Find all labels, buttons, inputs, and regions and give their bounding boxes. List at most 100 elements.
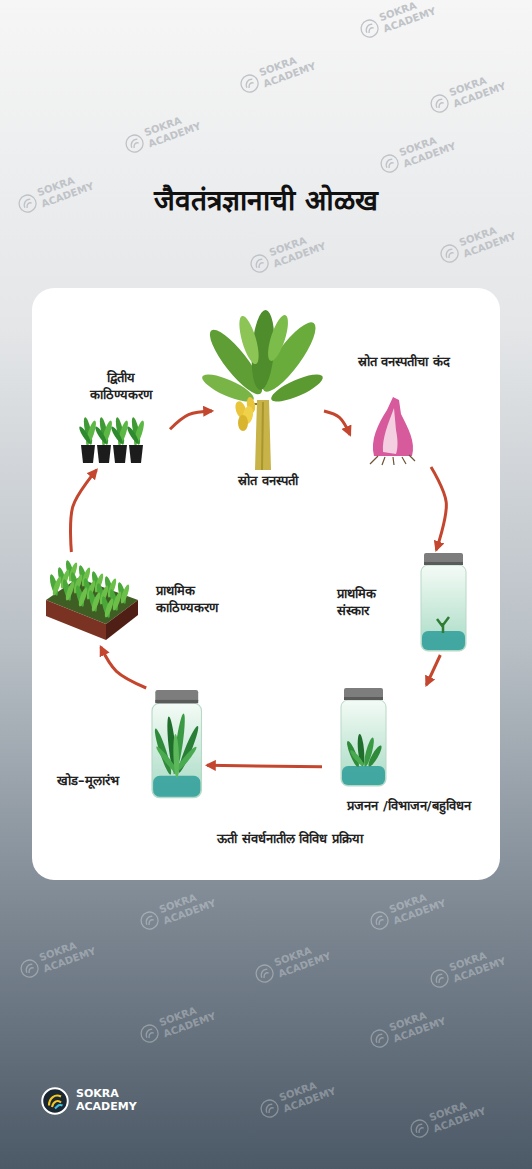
cycle-arrow	[431, 467, 446, 550]
logo-ring	[369, 1027, 391, 1049]
logo-swirl	[364, 23, 374, 33]
logo-swirl	[259, 968, 269, 978]
logo-ring	[429, 92, 451, 114]
logo-ring	[19, 957, 41, 979]
logo-swirl	[374, 1033, 384, 1043]
watermark: SOKRA ACADEMY	[16, 933, 100, 982]
logo-icon	[237, 70, 263, 96]
cycle-arrow	[71, 470, 97, 552]
logo-swirl	[434, 98, 444, 108]
watermark: SOKRA ACADEMY	[426, 68, 510, 117]
logo-ring	[139, 909, 161, 931]
stage-node: स्रोत वनस्पतीचा कंद	[350, 352, 458, 467]
watermark-text: SOKRA ACADEMY	[428, 1093, 490, 1134]
watermark: SOKRA ACADEMY	[14, 168, 98, 217]
watermark-text: SOKRA ACADEMY	[388, 885, 450, 926]
logo-icon	[407, 1115, 433, 1141]
stage-node: प्राथमिक संस्कार	[335, 550, 470, 655]
watermark-text: SOKRA ACADEMY	[278, 1073, 340, 1114]
logo-icon	[247, 250, 273, 276]
logo-swirl	[434, 973, 444, 983]
cycle-arrow	[170, 411, 212, 429]
logo-icon	[357, 15, 383, 41]
cycle-arrow	[324, 411, 350, 435]
cycle-arrow	[101, 647, 146, 688]
diagram-caption: ऊती संवर्धनातील विविध प्रक्रिया	[90, 829, 490, 847]
watermark-text: SOKRA ACADEMY	[378, 0, 440, 34]
watermark-text: SOKRA ACADEMY	[143, 108, 205, 149]
logo-ring	[249, 252, 271, 274]
brand-logo: SOKRA ACADEMY	[40, 1086, 134, 1116]
logo-ring	[17, 192, 39, 214]
watermark: SOKRA ACADEMY	[436, 218, 520, 267]
logo-ring	[254, 962, 276, 984]
watermark-text: SOKRA ACADEMY	[448, 68, 510, 109]
stage-node: स्रोत वनस्पती	[212, 312, 324, 492]
logo-ring	[429, 967, 451, 989]
logo-swirl	[22, 198, 32, 208]
logo-icon	[367, 907, 393, 933]
watermark: SOKRA ACADEMY	[426, 943, 510, 992]
watermark: SOKRA ACADEMY	[136, 998, 220, 1047]
logo-ring	[439, 242, 461, 264]
logo-ring	[369, 909, 391, 931]
culture-jar	[152, 690, 202, 798]
logo-swirl	[129, 138, 139, 148]
watermark-text: SOKRA ACADEMY	[448, 943, 510, 984]
watermark-text: SOKRA ACADEMY	[388, 1003, 450, 1044]
logo-icon	[437, 240, 463, 266]
logo-ring	[239, 72, 261, 94]
corm-illustration	[370, 397, 415, 465]
logo-icon	[427, 965, 453, 991]
banana-plant	[199, 309, 326, 470]
logo-icon	[40, 1086, 70, 1116]
watermark: SOKRA ACADEMY	[406, 1093, 490, 1142]
stage-label: प्राथमिक काठिण्यकरण	[156, 583, 236, 617]
logo-swirl	[444, 248, 454, 258]
watermark: SOKRA ACADEMY	[246, 228, 330, 277]
watermark-text: SOKRA ACADEMY	[268, 228, 330, 269]
logo-swirl	[55, 1105, 63, 1109]
cycle-arrow	[207, 765, 322, 767]
stage-node: द्वितीय काठिण्यकरण	[72, 368, 170, 470]
watermark-text: SOKRA ACADEMY	[258, 48, 320, 89]
stage-label: प्रजनन /विभाजन/बहुविधन	[326, 798, 492, 815]
culture-jar	[341, 688, 386, 786]
watermark: SOKRA ACADEMY	[256, 1073, 340, 1122]
watermark-text: SOKRA ACADEMY	[38, 933, 100, 974]
watermark-text: SOKRA ACADEMY	[458, 218, 520, 259]
logo-icon	[257, 1095, 283, 1121]
logo-swirl	[144, 1028, 154, 1038]
watermark: SOKRA ACADEMY	[366, 1003, 450, 1052]
logo-icon	[427, 90, 453, 116]
watermark: SOKRA ACADEMY	[121, 108, 205, 157]
logo-swirl	[144, 915, 154, 925]
culture-jar	[421, 553, 466, 651]
logo-swirl	[24, 963, 34, 973]
logo-swirl	[374, 915, 384, 925]
watermark: SOKRA ACADEMY	[136, 885, 220, 934]
watermark-text: SOKRA ACADEMY	[158, 998, 220, 1039]
stage-node: प्राथमिक काठिण्यकरण	[42, 552, 238, 647]
stage-label: स्रोत वनस्पतीचा कंद	[354, 354, 454, 371]
page-title: जैवतंत्रज्ञानाची ओळख	[10, 180, 522, 218]
watermark: SOKRA ACADEMY	[376, 128, 460, 177]
stage-label: द्वितीय काठिण्यकरण	[76, 370, 166, 404]
watermark-text: SOKRA ACADEMY	[273, 938, 335, 979]
logo-swirl	[414, 1123, 424, 1133]
logo-swirl	[254, 258, 264, 268]
stage-label: खोड–मूलारंभ	[57, 773, 149, 790]
watermark-text: SOKRA ACADEMY	[398, 128, 460, 169]
logo-ring	[139, 1022, 161, 1044]
logo-ring	[42, 1088, 68, 1114]
logo-ring	[379, 152, 401, 174]
logo-icon	[122, 130, 148, 156]
logo-icon	[367, 1025, 393, 1051]
watermark: SOKRA ACADEMY	[356, 0, 440, 42]
watermark-text: SOKRA ACADEMY	[36, 168, 98, 209]
brand-name: SOKRA ACADEMY	[76, 1088, 134, 1113]
